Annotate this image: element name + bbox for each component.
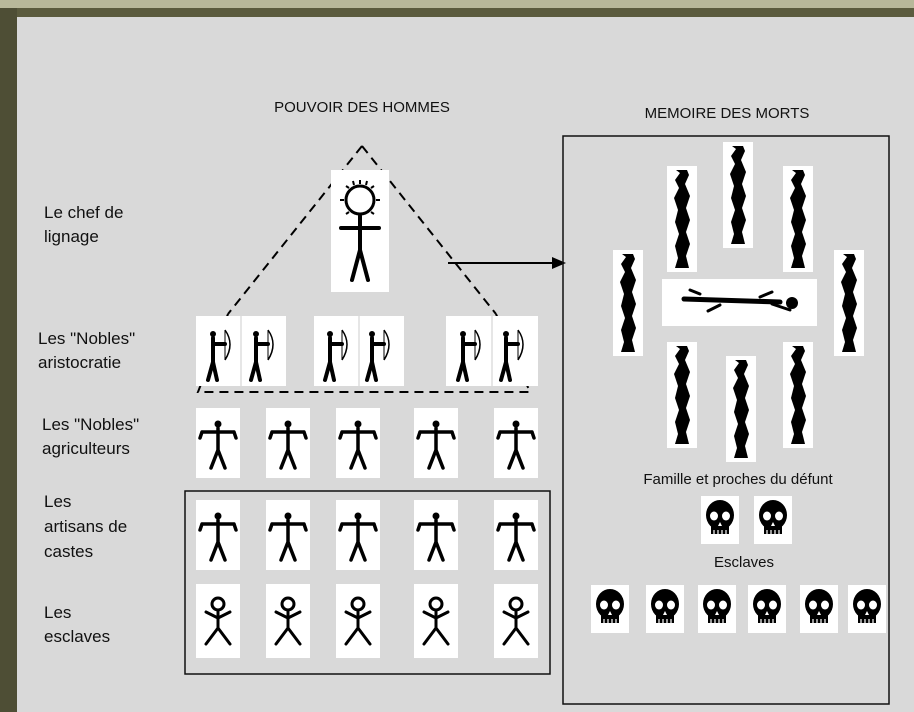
top-frame-bar	[0, 0, 914, 8]
lying-body	[662, 279, 817, 326]
tomb-slabs	[613, 142, 864, 462]
aristocratie-row	[196, 316, 538, 386]
slave-skulls	[591, 585, 886, 633]
esclaves-row	[196, 584, 538, 658]
artisans-esclaves-box	[184, 490, 551, 675]
artisans-row	[196, 500, 538, 570]
left-frame-bar	[0, 8, 17, 712]
chef-card	[331, 170, 389, 292]
label-nobles-aristocratie: Les "Nobles"aristocratie	[38, 329, 135, 372]
left-title: POUVOIR DES HOMMES	[274, 99, 450, 116]
label-nobles-agriculteurs: Les "Nobles"agriculteurs	[42, 415, 139, 458]
famille-label: Famille et proches du défunt	[643, 471, 833, 488]
agriculteurs-row	[196, 408, 538, 478]
right-title: MEMOIRE DES MORTS	[645, 105, 810, 122]
arrow-chef-to-tomb	[448, 257, 566, 269]
esclaves-label: Esclaves	[714, 554, 774, 571]
tomb-box	[562, 135, 890, 705]
family-skulls	[701, 496, 792, 544]
